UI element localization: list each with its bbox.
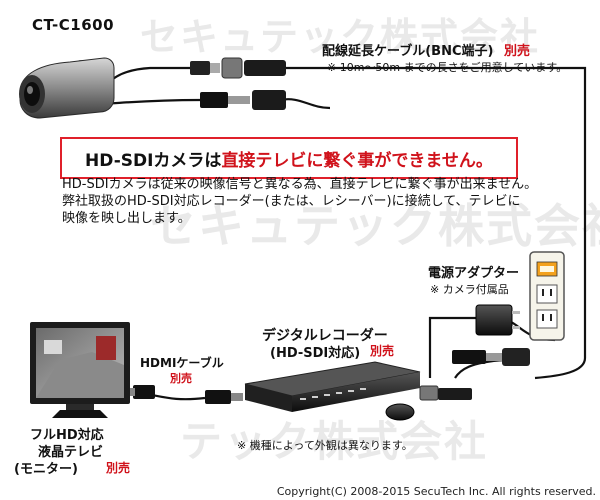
appearance-note: ※ 機種によって外観は異なります。 — [237, 439, 413, 452]
power-adapter-icon — [475, 304, 520, 336]
notice-line-2: 弊社取扱のHD-SDI対応レコーダー(または、レシーバー)に接続して、テレビに — [62, 194, 521, 209]
adapter-title: 電源アダプター — [428, 266, 520, 281]
dc-connector-icon — [200, 90, 286, 110]
monitor-line1: フルHD対応 — [30, 428, 104, 443]
camera-icon — [19, 57, 115, 119]
notice-title-highlight: 直接テレビに繋ぐ事ができません。 — [221, 151, 493, 171]
monitor-sold-separately: 別売 — [106, 461, 131, 475]
monitor-line2: 液晶テレビ — [38, 445, 104, 460]
camera-model-label: CT-C1600 — [32, 16, 115, 34]
recorder-icon — [244, 361, 421, 412]
cable-sold-separately: 別売 — [503, 44, 530, 59]
monitor-line3: (モニター) — [14, 462, 78, 477]
power-splice-connector-icon — [452, 348, 530, 366]
hdmi-sold-separately: 別売 — [170, 372, 192, 385]
bnc-connector-icon — [190, 57, 286, 79]
recorder-title-line1: デジタルレコーダー — [262, 328, 388, 344]
notice-box: HD-SDIカメラは直接テレビに繋ぐ事ができません。 — [60, 137, 518, 179]
wall-outlet-icon — [529, 251, 565, 341]
monitor-icon — [30, 322, 130, 418]
notice-title-prefix: HD-SDIカメラは — [85, 151, 222, 171]
notice-line-3: 映像を映し出します。 — [62, 211, 191, 226]
cable-title-text: 配線延長ケーブル(BNC端子) — [322, 44, 494, 59]
copyright-text: Copyright(C) 2008-2015 SecuTech Inc. All… — [276, 485, 596, 498]
recorder-title-line2: (HD-SDI対応) — [270, 346, 361, 361]
hdmi-cable-icon — [125, 385, 243, 404]
cable-note: ※ 10m〜50m までの長さをご用意しています。 — [327, 61, 568, 74]
mouse-icon — [385, 403, 415, 421]
recorder-sold-separately: 別売 — [370, 344, 395, 358]
notice-body: HD-SDIカメラは従来の映像信号と異なる為、直接テレビに繋ぐ事が出来ません。 … — [62, 176, 537, 227]
notice-title: HD-SDIカメラは直接テレビに繋ぐ事ができません。 — [62, 146, 516, 171]
hdmi-title: HDMIケーブル — [140, 356, 224, 370]
recorder-bnc-connector-icon — [419, 385, 472, 401]
adapter-note: ※ カメラ付属品 — [430, 283, 509, 296]
notice-line-1: HD-SDIカメラは従来の映像信号と異なる為、直接テレビに繋ぐ事が出来ません。 — [62, 177, 538, 192]
cable-title: 配線延長ケーブル(BNC端子) 別売 — [322, 40, 530, 59]
